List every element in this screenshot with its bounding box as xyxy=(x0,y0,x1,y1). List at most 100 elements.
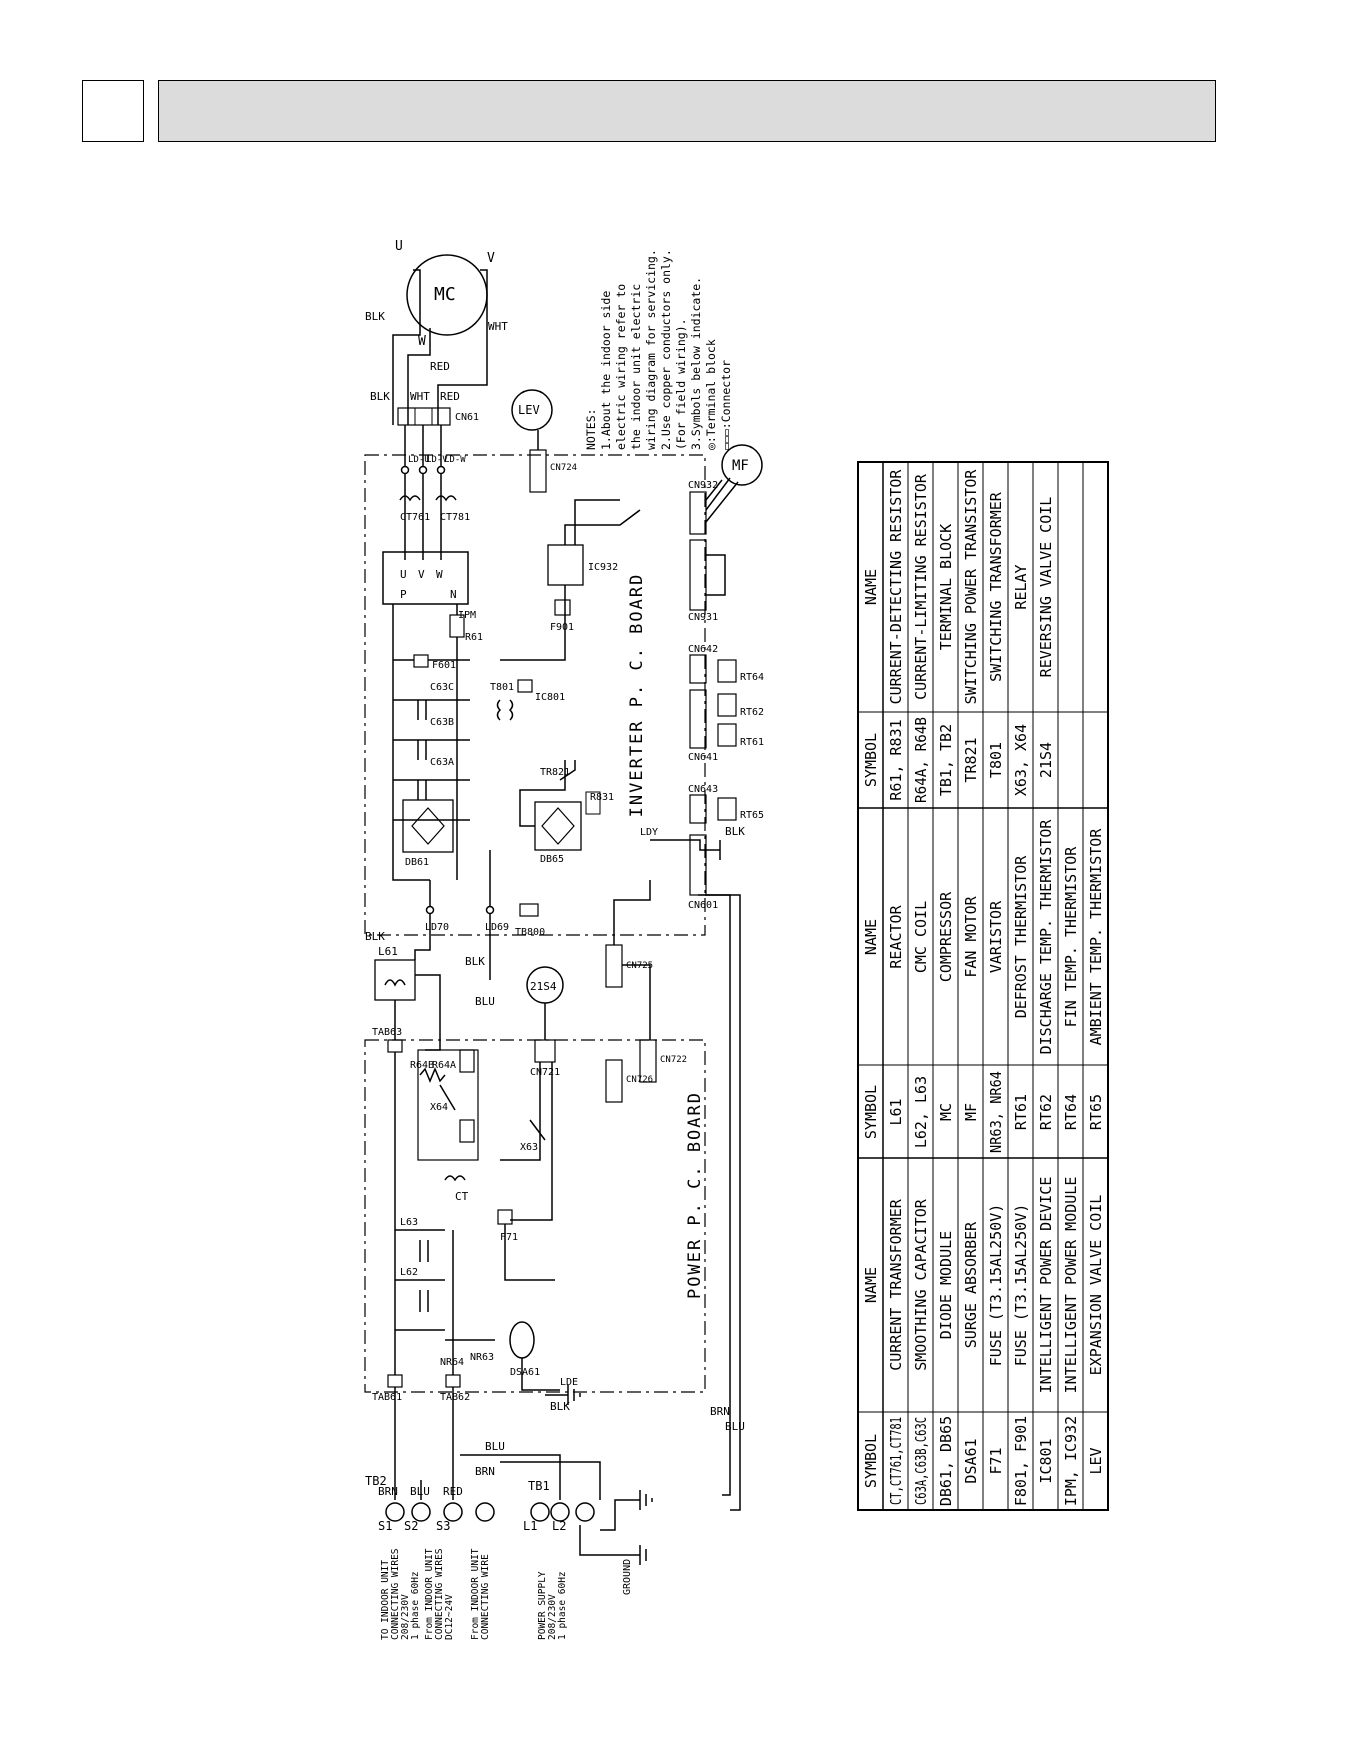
table-cell: RELAY xyxy=(1012,564,1030,609)
wire-blu-2: BLU xyxy=(725,1420,745,1433)
note-line: electric wiring refer to xyxy=(614,284,628,450)
ground-label: GROUND xyxy=(622,1559,633,1595)
x64-label: X64 xyxy=(430,1102,448,1113)
wire-blk-4: BLK xyxy=(465,955,485,968)
table-cell: RT62 xyxy=(1037,1094,1055,1130)
table-cell: SURGE ABSORBER xyxy=(962,1221,980,1348)
table-cell: TR821 xyxy=(962,737,980,782)
lev-label: LEV xyxy=(518,403,540,417)
power-supply-line-3: 1 phase 60Hz xyxy=(557,1571,568,1640)
tab62-label: TAB62 xyxy=(440,1392,470,1403)
cn641-label: CN641 xyxy=(688,752,718,763)
power-supply-line-2: 208/230V xyxy=(547,1594,558,1640)
wire-blu-1: BLU xyxy=(475,995,495,1008)
note-line: 3.Symbols below indicate. xyxy=(689,277,703,450)
ldw-label: LD-W xyxy=(444,455,466,465)
table-cell: F71 xyxy=(987,1447,1005,1474)
ic932-label: IC932 xyxy=(588,562,618,573)
table-cell: RT65 xyxy=(1087,1094,1105,1130)
cn601-label: CN601 xyxy=(688,900,718,911)
wire-blk-2: BLK xyxy=(370,390,390,403)
table-cell: DIODE MODULE xyxy=(937,1231,955,1339)
wire-blk-6: BLK xyxy=(550,1400,570,1413)
ipm-pin-v-label: V xyxy=(418,568,425,581)
r64b-label: R64B xyxy=(410,1060,434,1071)
table-header-cell: SYMBOL xyxy=(862,1085,880,1139)
l61-box xyxy=(374,959,416,1001)
ic801-label: IC801 xyxy=(535,692,565,703)
db61-label: DB61 xyxy=(405,857,429,868)
cn-b-label: CN726 xyxy=(626,1075,653,1085)
terminal-s3 xyxy=(443,1502,463,1522)
fan-motor-mf-symbol xyxy=(721,444,763,486)
table-cell: RT64 xyxy=(1062,1094,1080,1130)
lde-label: LDE xyxy=(560,1377,578,1388)
table-cell: R64A, R64B xyxy=(912,717,930,803)
table-cell: SWITCHING TRANSFORMER xyxy=(987,491,1005,682)
table-cell: L62, L63 xyxy=(912,1076,930,1148)
wire-red-3: RED xyxy=(443,1485,463,1498)
table-cell: L61 xyxy=(887,1098,905,1125)
table-cell: SMOOTHING CAPACITOR xyxy=(912,1198,930,1371)
table-header-cell: SYMBOL xyxy=(862,1434,880,1488)
l61-label: L61 xyxy=(378,945,398,958)
from-indoor2-line-2: CONNECTING WIRE xyxy=(480,1554,491,1640)
ct761-label: CT761 xyxy=(400,512,430,523)
table-cell: CURRENT TRANSFORMER xyxy=(887,1198,905,1371)
table-cell: FUSE (T3.15AL250V) xyxy=(1012,1204,1030,1367)
table-cell: EXPANSION VALVE COIL xyxy=(1087,1195,1105,1376)
from-indoor2-line-1: From INDOOR UNIT xyxy=(470,1548,481,1640)
to-indoor-line-2: CONNECTING WIRES xyxy=(390,1548,401,1640)
ipm-pin-u-label: U xyxy=(400,568,407,581)
table-cell: DISCHARGE TEMP. THERMISTOR xyxy=(1037,819,1055,1055)
tr821-label: TR821 xyxy=(540,767,570,778)
note-line: 2.Use copper conductors only. xyxy=(659,249,673,450)
table-cell: AMBIENT TEMP. THERMISTOR xyxy=(1087,828,1105,1046)
cn-c-label: CN722 xyxy=(660,1055,687,1065)
c63b-label: C63B xyxy=(430,717,454,728)
nr64-label: NR64 xyxy=(440,1357,464,1368)
symbol-table: SYMBOLNAMESYMBOLNAMESYMBOLNAMECT,CT761,C… xyxy=(857,461,1109,1511)
mf-label: MF xyxy=(732,458,749,474)
terminal-s1 xyxy=(385,1502,405,1522)
f901-label: F901 xyxy=(550,622,574,633)
from-indoor-line-1: From INDOOR UNIT xyxy=(424,1548,435,1640)
table-cell: FAN MOTOR xyxy=(962,895,980,977)
to-indoor-line-1: TO INDOOR UNIT xyxy=(380,1560,391,1640)
wire-brn-3: BRN xyxy=(475,1465,495,1478)
cn931-label: CN931 xyxy=(688,612,718,623)
wire-red-2: RED xyxy=(440,390,460,403)
wire-wht-2: WHT xyxy=(410,390,430,403)
table-cell: CURRENT-LIMITING RESISTOR xyxy=(912,473,930,700)
table-cell: R61, R831 xyxy=(887,719,905,800)
power-supply-line-1: POWER SUPPLY xyxy=(537,1571,548,1640)
dsa61-label: DSA61 xyxy=(510,1367,540,1378)
table-cell: RT61 xyxy=(1012,1094,1030,1130)
x63-label: X63 xyxy=(520,1142,538,1153)
wire-blk-3: BLK xyxy=(365,930,385,943)
s1-label: S1 xyxy=(378,1519,392,1533)
note-line: NOTES: xyxy=(584,408,598,450)
terminal-s2 xyxy=(411,1502,431,1522)
table-cell: FUSE (T3.15AL250V) xyxy=(987,1204,1005,1367)
l62-label: L62 xyxy=(400,1267,418,1278)
table-header-cell: SYMBOL xyxy=(862,733,880,787)
r831-label: R831 xyxy=(590,792,614,803)
l2-label: L2 xyxy=(552,1519,566,1533)
pin-u-label: U xyxy=(395,239,403,254)
ct781-label: CT781 xyxy=(440,512,470,523)
table-cell: F801, F901 xyxy=(1012,1416,1030,1506)
table-cell: INTELLIGENT POWER DEVICE xyxy=(1037,1177,1055,1394)
wire-blk-1: BLK xyxy=(365,310,385,323)
tb1-label: TB1 xyxy=(528,1479,550,1493)
cn643-label: CN643 xyxy=(688,784,718,795)
terminal-l1 xyxy=(530,1502,550,1522)
table-cell: CMC COIL xyxy=(912,901,930,973)
wire-blk-5: BLK xyxy=(725,825,745,838)
table-cell: INTELLIGENT POWER MODULE xyxy=(1062,1177,1080,1394)
note-line: ▭▭▭:Connector xyxy=(719,360,733,450)
c63a-label: C63A xyxy=(430,757,454,768)
ldv-label: LD-V xyxy=(426,455,448,465)
from-indoor-line-2: CONNECTING WIRES xyxy=(434,1548,445,1640)
